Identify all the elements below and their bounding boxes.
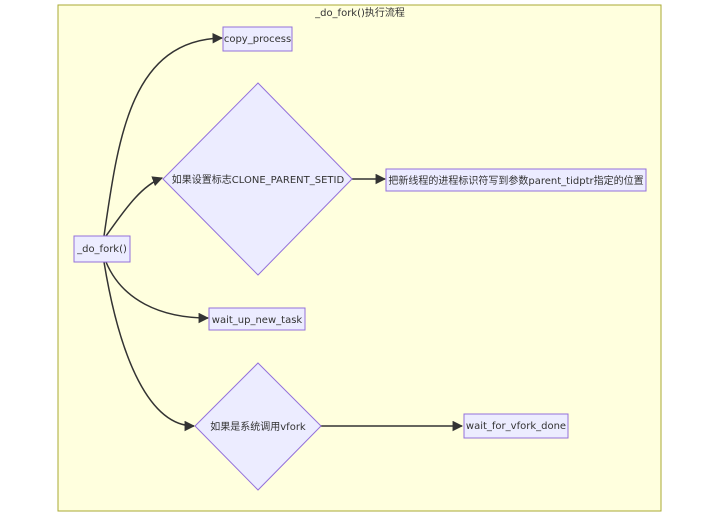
- subgraph-cluster: _do_fork()执行流程: [57, 4, 662, 512]
- node-do-fork-label: _do_fork(): [76, 244, 127, 255]
- node-parent-setid-decision: 如果设置标志CLONE_PARENT_SETID: [162, 82, 353, 276]
- node-parent-setid-label: 如果设置标志CLONE_PARENT_SETID: [172, 173, 345, 186]
- node-vfork-done-label: wait_for_vfork_done: [466, 421, 566, 432]
- edges: [103, 32, 464, 432]
- edge-do-fork-to-wake-up: [105, 261, 210, 324]
- node-copy-process-box: [222, 26, 293, 52]
- node-wake-up-box: [208, 307, 306, 331]
- edge-do-fork-to-parent-setid: [105, 176, 163, 237]
- node-do-fork: _do_fork(): [73, 235, 131, 263]
- node-wake-up: wait_up_new_task: [208, 307, 306, 331]
- diagram-title: _do_fork()执行流程: [314, 6, 405, 19]
- node-vfork-label: 如果是系统调用vfork: [210, 420, 306, 433]
- node-vfork-diamond: [194, 362, 322, 491]
- node-vfork-decision: 如果是系统调用vfork: [194, 362, 322, 491]
- node-vfork-done: wait_for_vfork_done: [463, 413, 569, 439]
- node-copy-process: copy_process: [222, 26, 293, 52]
- node-do-fork-box: [73, 235, 131, 263]
- node-copy-process-label: copy_process: [224, 34, 291, 45]
- edge-do-fork-to-copy-process: [103, 32, 224, 237]
- node-wake-up-label: wait_up_new_task: [212, 315, 303, 326]
- cluster-box: [57, 4, 662, 512]
- edge-do-fork-to-vfork-cond: [103, 261, 196, 432]
- node-write-tid: 把新线程的进程标识符写到参数parent_tidptr指定的位置: [385, 168, 647, 192]
- node-write-tid-label: 把新线程的进程标识符写到参数parent_tidptr指定的位置: [388, 174, 643, 187]
- node-parent-setid-diamond: [162, 82, 353, 276]
- node-write-tid-box: [385, 168, 647, 192]
- node-vfork-done-box: [463, 413, 569, 439]
